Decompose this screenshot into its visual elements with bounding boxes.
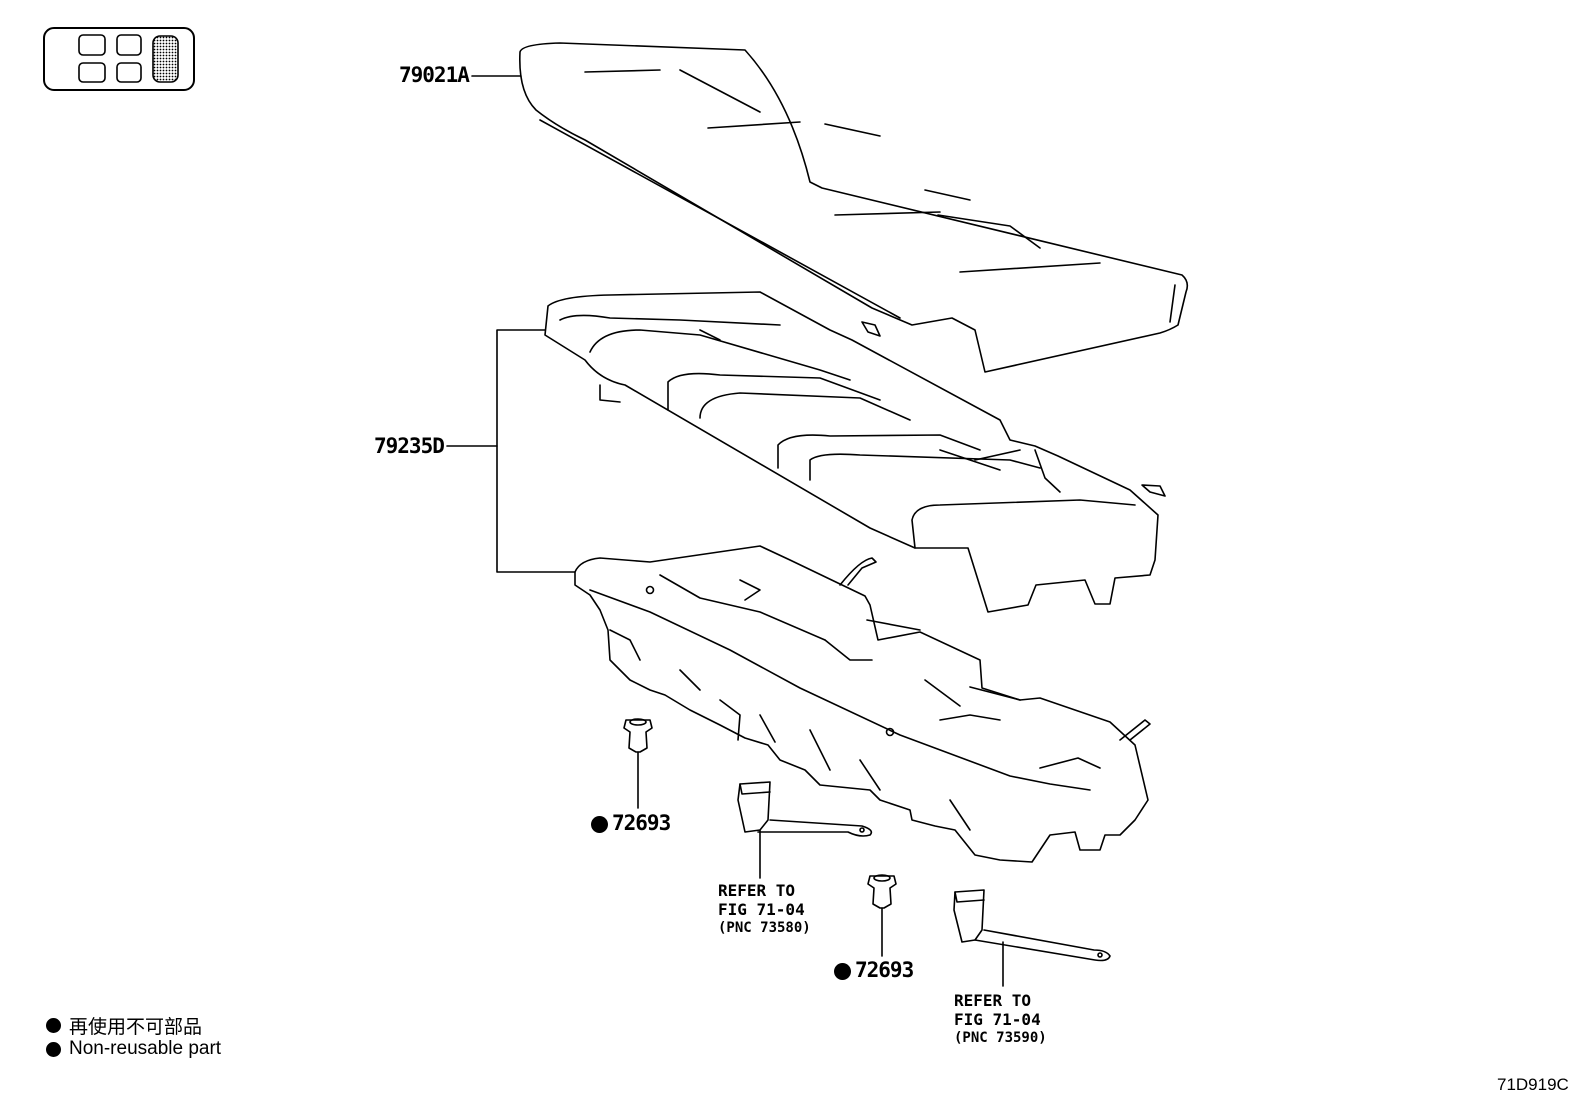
seat-lower-frame xyxy=(574,545,1151,863)
legend-text: Non-reusable part xyxy=(69,1038,222,1059)
seat-position-indicator-icon xyxy=(43,27,195,91)
filled-circle-icon xyxy=(834,962,851,980)
legend-japanese: 再使用不可部品 xyxy=(46,1012,202,1039)
part-number-72693-first: 72693 xyxy=(591,811,671,835)
seat-cushion-pad xyxy=(544,291,1166,613)
part-number-79235d: 79235D xyxy=(374,434,445,458)
refer-note-line: REFER TO xyxy=(718,881,796,900)
refer-note-line: FIG 71-04 xyxy=(954,1010,1041,1029)
part-number-79021a: 79021A xyxy=(399,63,470,87)
filled-circle-icon xyxy=(591,815,608,833)
refer-note-line: (PNC 73580) xyxy=(718,920,811,936)
refer-note-line: REFER TO xyxy=(954,991,1032,1010)
refer-note-73580: REFER TO FIG 71-04 (PNC 73580) xyxy=(718,881,811,938)
refer-note-line: (PNC 73590) xyxy=(954,1030,1047,1046)
seat-belt-buckle-1 xyxy=(737,781,873,879)
legend-english: Non-reusable part xyxy=(46,1038,221,1060)
filled-circle-icon xyxy=(46,1041,61,1057)
refer-note-73590: REFER TO FIG 71-04 (PNC 73590) xyxy=(954,991,1047,1048)
figure-code: 71D919C xyxy=(1497,1075,1569,1094)
clip-part-1 xyxy=(623,718,653,809)
part-number-72693-second: 72693 xyxy=(834,958,914,982)
seat-cushion-assembly xyxy=(519,42,1189,373)
legend-text: 再使用不可部品 xyxy=(69,1017,203,1038)
filled-circle-icon xyxy=(46,1018,61,1033)
refer-note-line: FIG 71-04 xyxy=(718,900,805,919)
clip-part-2 xyxy=(867,874,897,957)
seat-belt-buckle-2 xyxy=(953,889,1111,987)
